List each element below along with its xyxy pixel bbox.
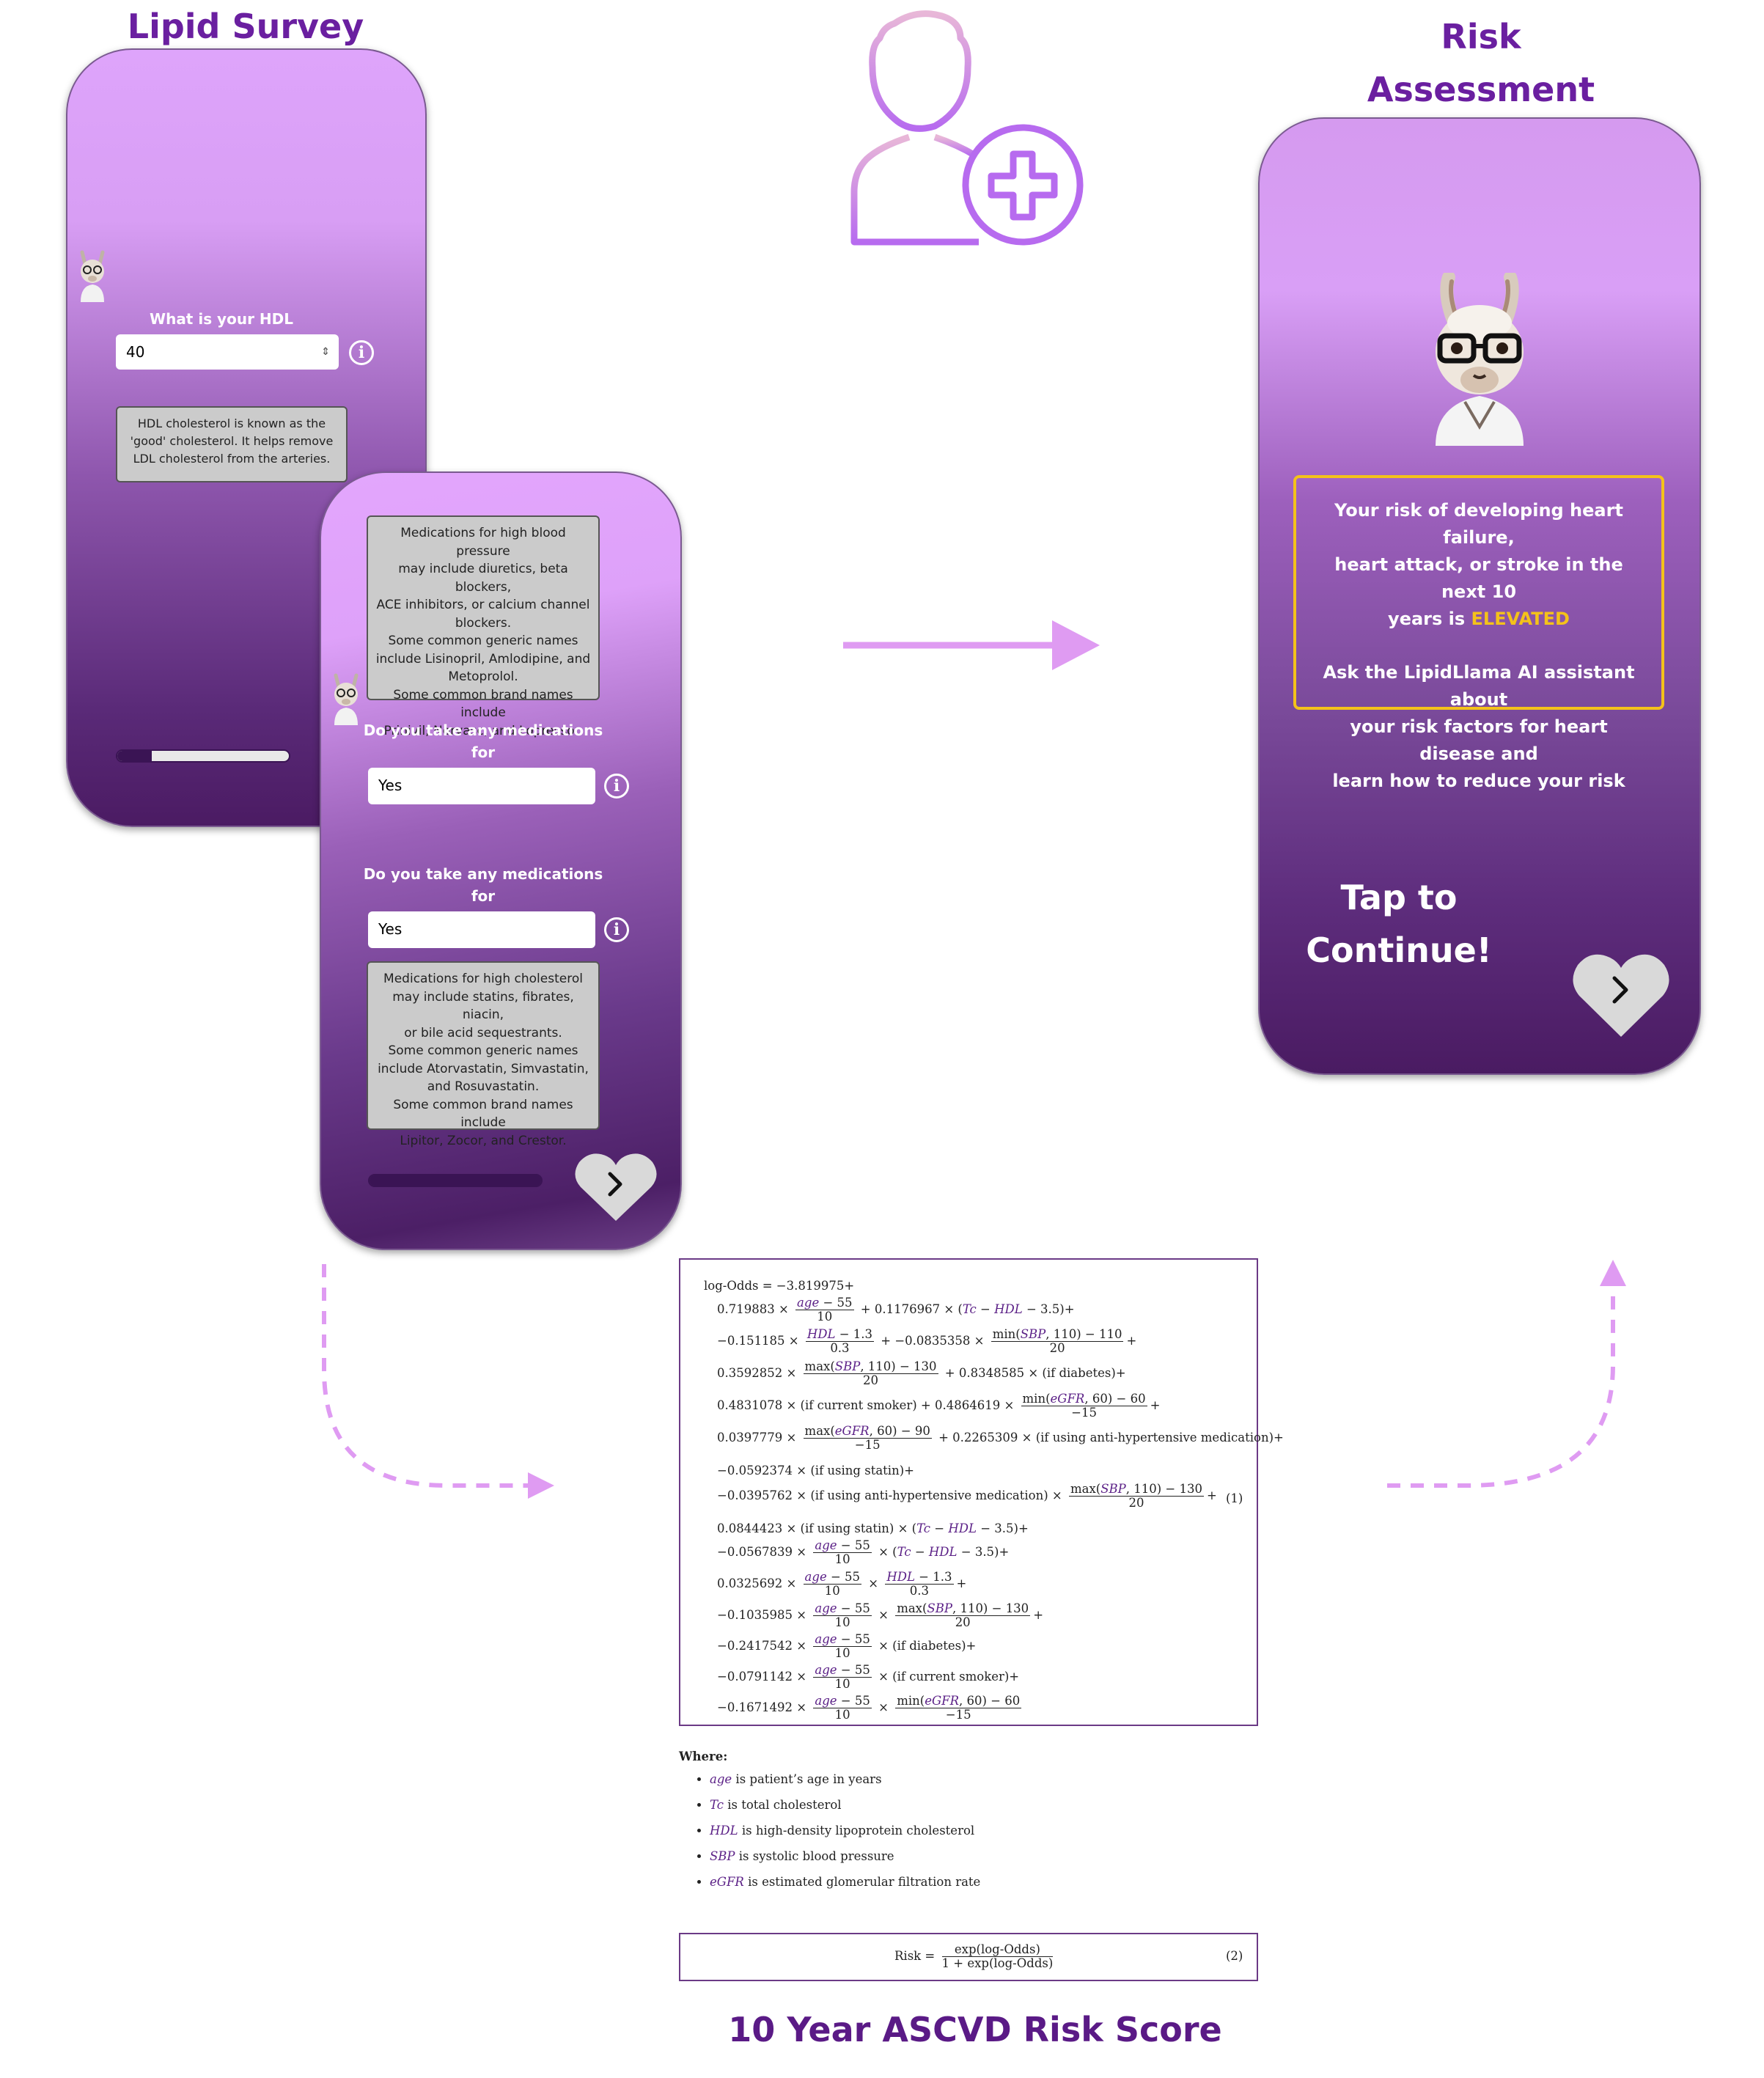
next-button[interactable] xyxy=(573,1149,658,1224)
risk-level-badge: ELEVATED xyxy=(1471,609,1570,629)
variable-list: age is patient’s age in years Tc is tota… xyxy=(679,1772,1192,1889)
survey-screen-medications: Medications for high blood pressure may … xyxy=(320,471,682,1250)
bp-medication-select[interactable]: Yes xyxy=(368,768,595,804)
risk-message-text: Your risk of developing heart failure, h… xyxy=(1334,500,1623,629)
chol-info-box: Medications for high cholesterol may inc… xyxy=(367,961,600,1148)
variable-item: Tc is total cholesterol xyxy=(710,1798,1192,1812)
bp-info-icon[interactable]: i xyxy=(604,774,629,798)
risk-formula-lhs: Risk = xyxy=(894,1949,936,1963)
llama-avatar-icon xyxy=(1436,273,1524,446)
risk-advice: Ask the LipidLlama AI assistant about yo… xyxy=(1323,662,1635,791)
risk-formula: Risk = exp(log-Odds)1 + exp(log-Odds) (2… xyxy=(679,1933,1258,1981)
risk-formula-denominator: 1 + exp(log-Odds) xyxy=(941,1956,1054,1970)
stepper-icon[interactable]: ⇕ xyxy=(321,346,330,358)
chol-medication-select[interactable]: Yes xyxy=(368,911,595,948)
risk-formula-numerator: exp(log-Odds) xyxy=(941,1943,1054,1957)
risk-assessment-heading: Risk Assessment xyxy=(1367,17,1595,109)
variable-item: age is patient’s age in years xyxy=(710,1772,1192,1786)
dashed-arrow-right xyxy=(1387,1260,1626,1488)
chevron-right-icon xyxy=(608,1172,622,1197)
hdl-info-icon[interactable]: i xyxy=(349,340,374,365)
chevron-right-icon xyxy=(1612,976,1628,1004)
hdl-info-box: HDL cholesterol is known as the 'good' c… xyxy=(116,406,348,482)
equation-number-1: (1) xyxy=(1226,1491,1243,1505)
survey-progress-fill xyxy=(370,1175,541,1186)
risk-assessment-screen: Your risk of developing heart failure, h… xyxy=(1258,117,1701,1075)
hdl-input-value: 40 xyxy=(126,343,145,361)
lipid-survey-heading: Lipid Survey xyxy=(127,7,364,46)
survey-progress-fill xyxy=(117,751,152,761)
survey-progress-bar xyxy=(116,749,290,763)
risk-message: Your risk of developing heart failure, h… xyxy=(1309,497,1648,633)
variable-item: SBP is systolic blood pressure xyxy=(710,1849,1192,1863)
llama-avatar-icon xyxy=(80,250,105,302)
log-odds-formula: log-Odds = −3.819975+ 0.719883 × age − 5… xyxy=(679,1258,1284,1726)
variable-item: HDL is high-density lipoprotein choleste… xyxy=(710,1824,1192,1837)
variable-item: eGFR is estimated glomerular filtration … xyxy=(710,1875,1192,1889)
dashed-arrow-left xyxy=(322,1264,554,1499)
survey-progress-bar xyxy=(368,1174,543,1187)
ascvd-heading: 10 Year ASCVD Risk Score xyxy=(728,2010,1222,2049)
where-title: Where: xyxy=(679,1750,728,1763)
variable-definitions: Where: age is patient’s age in years Tc … xyxy=(679,1750,1192,1901)
arrow-right-icon xyxy=(843,620,1100,670)
chol-info-icon[interactable]: i xyxy=(604,917,629,942)
bp-info-box: Medications for high blood pressure may … xyxy=(367,515,600,738)
risk-message-box: Your risk of developing heart failure, h… xyxy=(1293,475,1664,791)
llama-avatar-icon xyxy=(334,673,359,725)
hdl-input[interactable]: 40 ⇕ xyxy=(116,334,339,370)
equation-number-2: (2) xyxy=(1226,1949,1243,1963)
tap-continue-label: Tap to Continue! xyxy=(1306,878,1492,970)
continue-button[interactable] xyxy=(1570,949,1672,1040)
user-plus-icon xyxy=(850,10,1084,246)
